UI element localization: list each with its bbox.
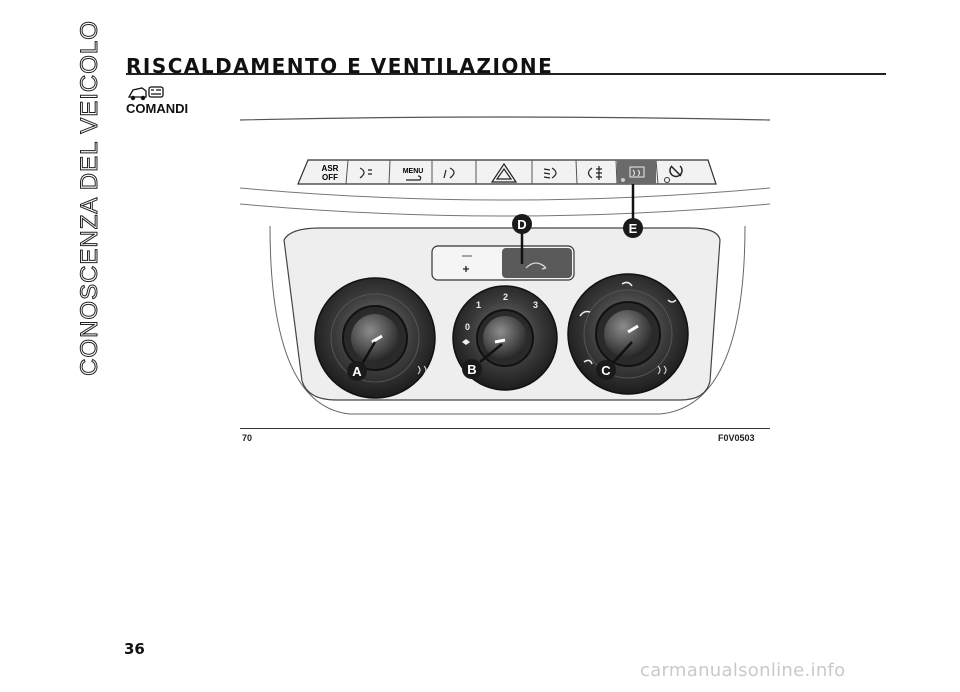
vehicle-version-icon [127,86,164,101]
button-strip [297,159,717,185]
subheading: COMANDI [126,101,189,116]
page-number: 36 [124,640,145,658]
callout-a: A [347,341,377,381]
asr-off-label-line2: OFF [322,173,338,182]
figure-number: 70 [242,433,253,443]
menu-label: MENU [403,168,424,175]
svg-text:B: B [467,362,476,377]
beam-adjust-icon [443,167,455,179]
callout-d: D [512,214,532,264]
title-rule [126,73,886,75]
watermark: carmanualsonline.info [640,660,846,681]
svg-text:D: D [517,217,526,232]
rear-fog-icon [587,166,602,180]
control-panel-figure: ASR OFF MENU 0 1 2 3 [240,116,770,415]
fan-speed-1: 1 [476,300,481,310]
front-fog-icon [543,167,557,179]
callout-e: E [623,184,643,238]
menu-return-icon [406,175,422,181]
callout-b: B [462,343,503,379]
fan-speed-3: 3 [533,300,538,310]
fan-speed-2: 2 [503,292,508,302]
fan-icon [462,339,470,345]
start-stop-icon [669,165,683,178]
knob-c-air-distribution [567,273,689,395]
svg-text:A: A [352,364,362,379]
side-chapter-title: CONOSCENZA DEL VEICOLO [70,20,110,377]
side-chapter-title-text: CONOSCENZA DEL VEICOLO [76,20,104,377]
svg-text:E: E [629,221,638,236]
callout-c: C [596,341,633,380]
fan-speed-0: 0 [465,322,470,332]
svg-text:C: C [601,363,611,378]
figure-code: F0V0503 [718,433,755,443]
hazard-icon [490,162,518,183]
headlight-level-icon [359,167,372,179]
asr-off-label-line1: ASR [322,164,339,173]
figure-caption-rule [240,428,770,429]
rear-defrost-icon [629,166,645,178]
ac-recirc-switch [431,245,575,281]
knob-a-temperature [314,277,436,399]
